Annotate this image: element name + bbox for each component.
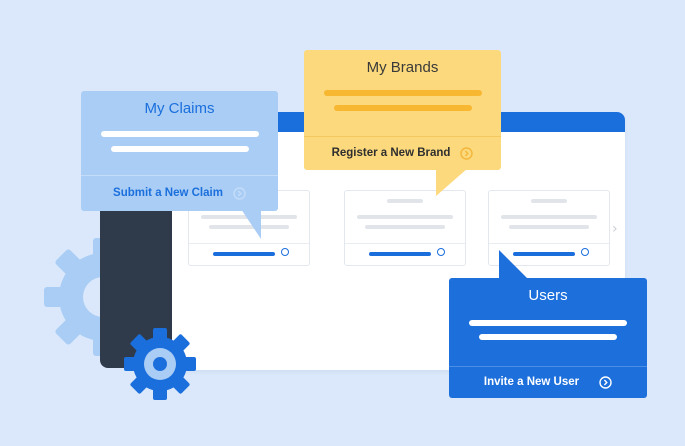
circle-chevron-right-icon[interactable] <box>581 248 589 256</box>
callout-tail <box>241 209 261 239</box>
users-text-line <box>469 320 627 326</box>
card-line <box>357 215 453 219</box>
invite-user-button[interactable]: Invite a New User <box>449 366 647 398</box>
claims-text-line <box>101 131 259 137</box>
card-link-bar[interactable] <box>513 252 575 256</box>
small-gear-icon <box>124 328 196 400</box>
users-title: Users <box>528 287 568 304</box>
circle-chevron-right-icon <box>460 146 474 160</box>
callout-tail <box>436 168 468 196</box>
brands-callout: My Brands Register a New Brand <box>304 50 501 196</box>
card-divider <box>189 243 309 244</box>
brands-title: My Brands <box>366 59 439 76</box>
submit-claim-button[interactable]: Submit a New Claim <box>81 175 278 211</box>
brands-text-line <box>334 105 472 111</box>
claims-title: My Claims <box>144 100 215 117</box>
circle-chevron-right-icon[interactable] <box>437 248 445 256</box>
card-line <box>501 215 597 219</box>
dashboard-card-2 <box>344 190 466 266</box>
chevron-right-icon[interactable]: › <box>612 221 618 237</box>
card-line <box>509 225 589 229</box>
users-text-line <box>479 334 617 340</box>
invite-user-label: Invite a New User <box>483 376 580 388</box>
circle-chevron-right-icon[interactable] <box>281 248 289 256</box>
claims-divider <box>81 175 278 176</box>
card-link-bar[interactable] <box>369 252 431 256</box>
claims-callout: My Claims Submit a New Claim <box>81 91 278 239</box>
brands-divider <box>304 136 501 137</box>
brands-text-line <box>324 90 482 96</box>
register-brand-button[interactable]: Register a New Brand <box>304 136 501 170</box>
users-callout: Users Invite a New User <box>449 250 647 398</box>
register-brand-label: Register a New Brand <box>331 147 451 159</box>
callout-tail <box>499 250 529 280</box>
card-line <box>365 225 445 229</box>
card-line <box>531 199 567 203</box>
card-divider <box>345 243 465 244</box>
claims-text-line <box>111 146 249 152</box>
card-divider <box>489 243 609 244</box>
circle-chevron-right-icon <box>599 375 612 389</box>
users-divider <box>449 366 647 367</box>
card-link-bar[interactable] <box>213 252 275 256</box>
circle-chevron-right-icon <box>233 186 246 200</box>
card-line <box>387 199 423 203</box>
submit-claim-label: Submit a New Claim <box>113 187 223 199</box>
